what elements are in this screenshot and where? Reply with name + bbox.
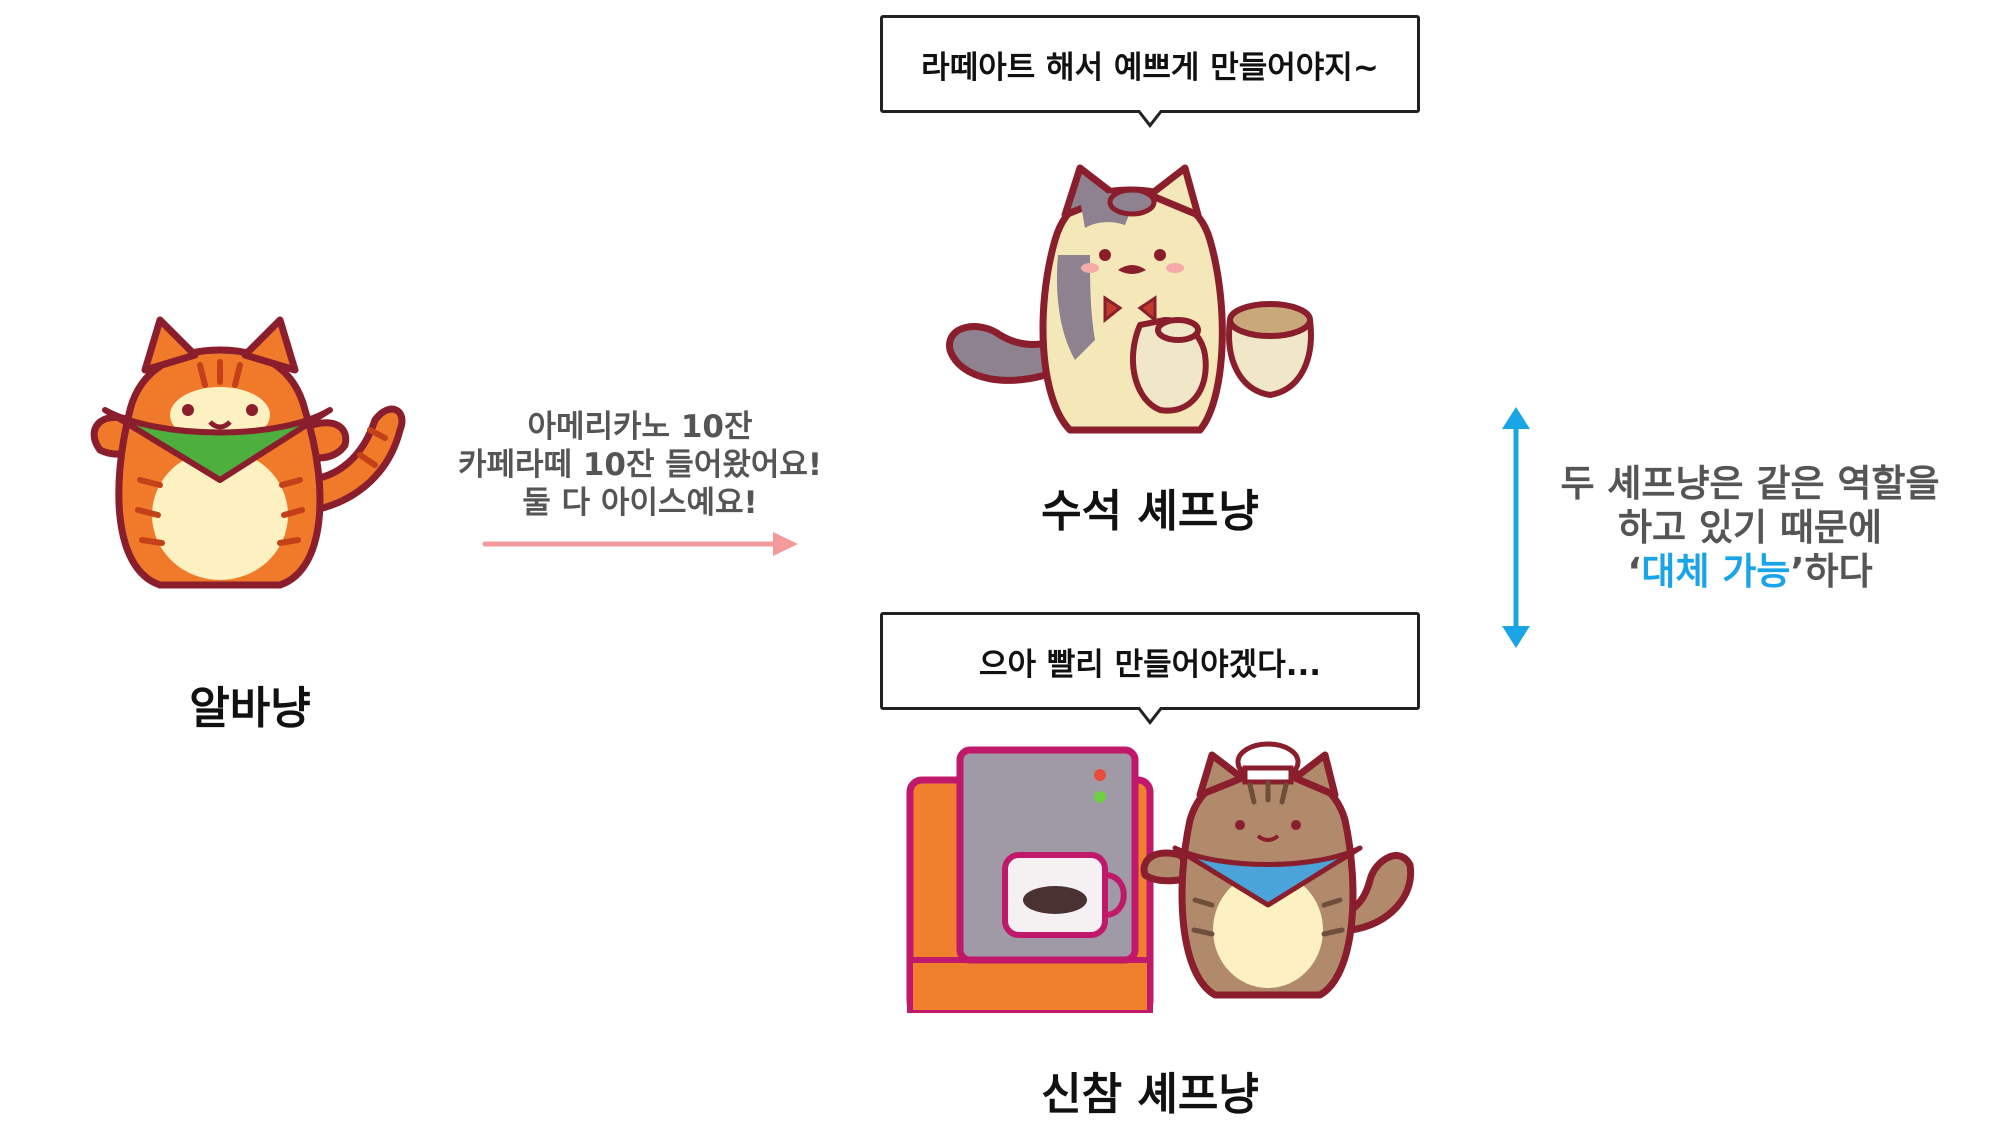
new-chef-speech-text: 으아 빨리 만들어야겠다...: [978, 646, 1322, 683]
note-line-3: ‘대체 가능’하다: [1627, 550, 1873, 593]
note-line-1: 두 셰프냥은 같은 역할을: [1560, 462, 1940, 505]
calico-cat-icon: [946, 164, 1314, 434]
new-chef-name: 신참 셰프냥: [1041, 1069, 1259, 1120]
order-line-3: 둘 다 아이스예요!: [522, 485, 758, 521]
new-chef-speech-bubble: 으아 빨리 만들어야겠다...: [880, 612, 1420, 725]
note-highlight: 대체 가능: [1641, 550, 1791, 593]
note-line-2: 하고 있기 때문에: [1617, 506, 1883, 549]
head-chef-name: 수석 셰프냥: [1041, 486, 1259, 537]
order-message: 아메리카노 10잔 카페라떼 10잔 들어왔어요! 둘 다 아이스예요!: [440, 408, 840, 522]
order-line-2: 카페라떼 10잔 들어왔어요!: [457, 447, 823, 483]
order-line-1: 아메리카노 10잔: [527, 409, 753, 445]
coffee-machine-icon: [906, 746, 1154, 1013]
orange-cat-icon: [90, 316, 406, 589]
tabby-cat-icon: [1140, 741, 1415, 999]
substitution-note: 두 셰프냥은 같은 역할을 하고 있기 때문에 ‘대체 가능’하다: [1535, 462, 1965, 594]
head-chef-speech-text: 라떼아트 해서 예쁘게 만들어야지~: [921, 49, 1379, 86]
swap-arrow: [1502, 407, 1530, 648]
alba-cat-name: 알바냥: [189, 683, 311, 734]
head-chef-speech-bubble: 라떼아트 해서 예쁘게 만들어야지~: [880, 15, 1420, 128]
order-arrow: [482, 532, 798, 556]
